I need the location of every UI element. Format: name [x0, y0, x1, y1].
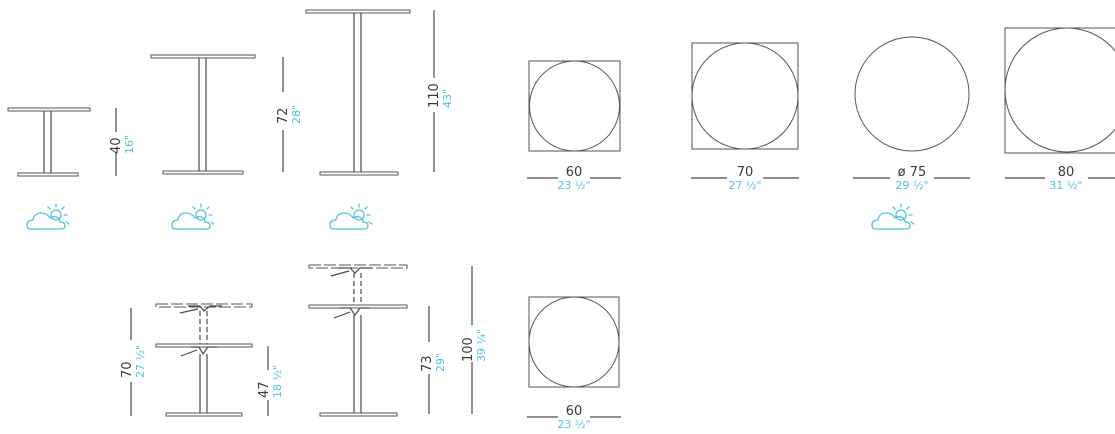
adjustable-imperial: 39 ¼"	[475, 329, 488, 362]
height-imperial: 43"	[441, 89, 454, 108]
top-imperial: 31 ½"	[1049, 179, 1082, 192]
adjustable-top-square-60: 60 23 ½"	[527, 296, 621, 431]
adjustable-table-high	[308, 264, 408, 417]
table-high-side-view	[305, 9, 411, 176]
top-imperial: 27 ½"	[728, 179, 761, 192]
top-square-70: 70 27 ½"	[691, 42, 799, 192]
top-square-60: 60 23 ½"	[527, 60, 621, 192]
top-metric: 70	[737, 165, 754, 180]
height-imperial: 16"	[123, 135, 136, 154]
height-imperial: 28"	[290, 105, 303, 124]
cloud-sun-icon	[171, 203, 215, 230]
height-dimension-40: 40 16"	[109, 108, 136, 176]
adjustable-dimension-73: 73 29"	[420, 306, 447, 414]
top-metric: 60	[566, 165, 583, 180]
height-dimension-72: 72 28"	[276, 57, 303, 172]
adjustable-metric: 73	[420, 355, 435, 372]
top-imperial: 23 ½"	[557, 179, 590, 192]
adjustable-metric: 100	[461, 337, 476, 362]
top-metric: ø 75	[898, 165, 927, 180]
top-imperial: 23 ½"	[557, 418, 590, 431]
cloud-sun-icon	[329, 203, 373, 230]
top-round-75: ø 75 29 ½"	[853, 36, 970, 192]
adjustable-imperial: 27 ½"	[134, 345, 147, 378]
adjustable-dimension-100: 100 39 ¼"	[461, 266, 488, 414]
cloud-sun-icon	[871, 203, 915, 230]
top-metric: 60	[566, 404, 583, 419]
top-metric: 80	[1058, 165, 1075, 180]
height-metric: 40	[109, 137, 124, 154]
height-metric: 110	[427, 83, 442, 108]
height-metric: 72	[276, 107, 291, 124]
top-imperial: 29 ½"	[895, 179, 928, 192]
adjustable-dimension-47: 47 18 ½"	[257, 346, 284, 416]
table-low-side-view	[7, 107, 91, 177]
adjustable-imperial: 18 ½"	[271, 365, 284, 398]
table-medium-side-view	[150, 54, 256, 175]
top-square-80: 80 31 ½"	[1004, 27, 1115, 192]
cloud-sun-icon	[26, 203, 70, 230]
adjustable-metric: 47	[257, 381, 272, 398]
height-dimension-110: 110 43"	[427, 10, 454, 172]
adjustable-dimension-70: 70 27 ½"	[120, 308, 147, 416]
adjustable-metric: 70	[120, 361, 135, 378]
adjustable-table-medium	[155, 303, 253, 417]
adjustable-imperial: 29"	[434, 353, 447, 372]
